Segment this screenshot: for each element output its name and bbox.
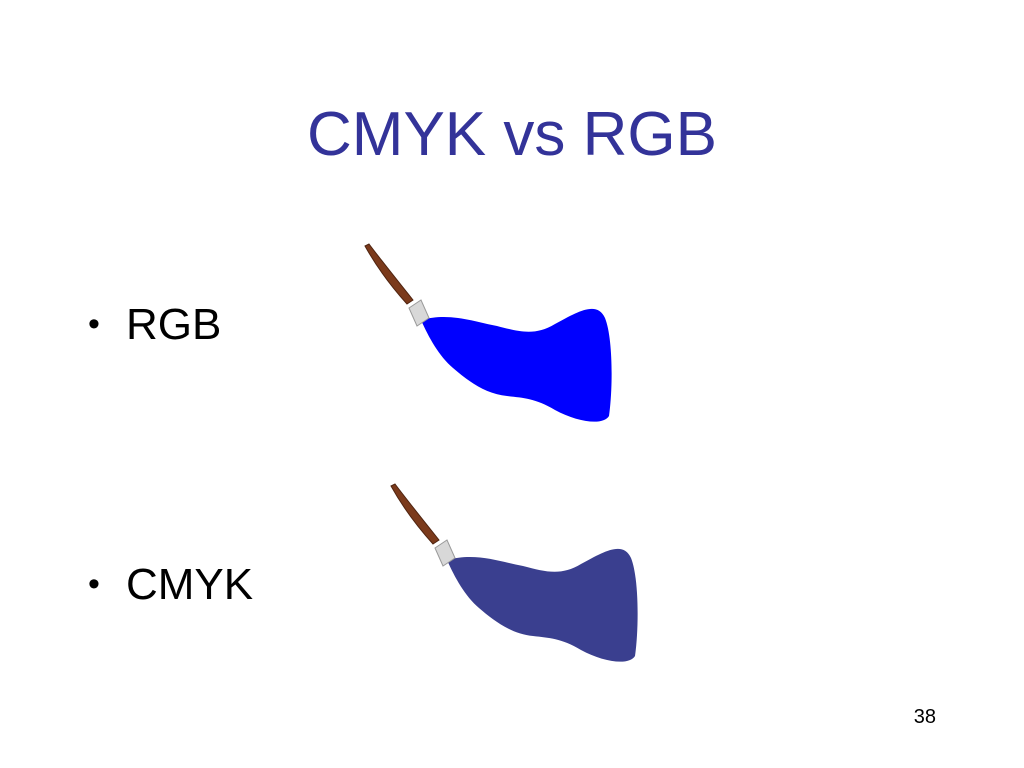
cmyk-paint-stroke — [447, 548, 638, 662]
bullet-dot: • — [88, 565, 100, 603]
slide-title: CMYK vs RGB — [307, 100, 717, 169]
bullet-cmyk-label: CMYK — [126, 560, 254, 609]
bullet-dot: • — [88, 305, 100, 343]
bullet-cmyk: • CMYK — [88, 558, 253, 611]
rgb-paint-stroke — [421, 308, 612, 422]
cmyk-paintbrush-stroke-icon — [390, 483, 638, 662]
cmyk-brush-ferrule — [434, 539, 456, 567]
rgb-paintbrush-stroke-icon — [364, 243, 612, 422]
bullet-rgb-label: RGB — [126, 300, 222, 349]
rgb-brush-handle — [364, 243, 414, 305]
bullet-rgb: • RGB — [88, 298, 221, 351]
cmyk-brush-handle — [390, 483, 440, 545]
rgb-brush-ferrule — [408, 299, 430, 327]
page-number: 38 — [913, 706, 936, 728]
